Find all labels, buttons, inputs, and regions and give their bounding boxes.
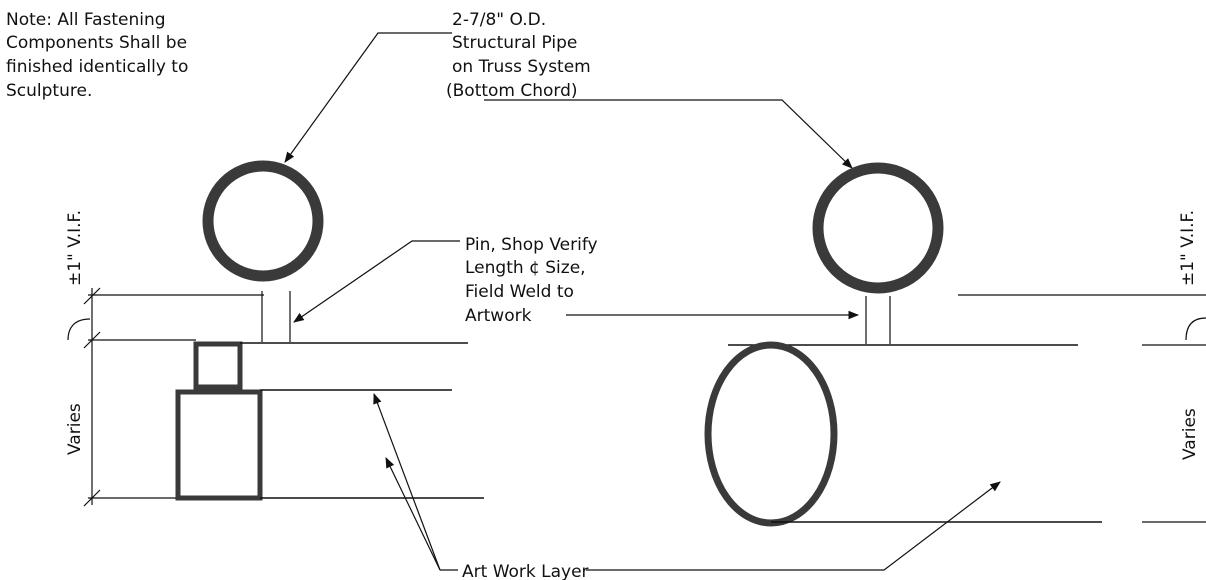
artwork-leader-right	[586, 481, 1001, 571]
pin-leader-left	[293, 240, 460, 323]
large-tube-left	[175, 389, 263, 501]
tolerance-label-right: ±1" V.I.F.	[1178, 210, 1198, 286]
dim-tick-1-left	[83, 287, 101, 305]
artwork-layer-label: Art Work Layer	[462, 562, 589, 580]
pipe-label-line-1: 2-7/8" O.D.	[452, 10, 546, 30]
dim-tick-2-left	[83, 331, 101, 349]
note-line-3: finished identically to	[6, 57, 188, 77]
left-detail: ±1" V.I.F. Varies	[65, 160, 484, 507]
pin-label-line-2: Length ¢ Size,	[465, 258, 586, 278]
note-line-4: Sculpture.	[6, 81, 92, 101]
varies-label-left: Varies	[65, 403, 85, 455]
pin-label-line-3: Field Weld to	[465, 282, 574, 302]
dim-tick-3-left	[83, 489, 101, 507]
tolerance-label-left: ±1" V.I.F.	[65, 210, 85, 286]
artwork-layer-callout: Art Work Layer	[373, 392, 1001, 580]
pipe-callout: 2-7/8" O.D. Structural Pipe on Truss Sys…	[284, 10, 853, 169]
pipe-label-line-2: Structural Pipe	[452, 33, 577, 53]
pipe-label-line-3: on Truss System	[452, 57, 591, 77]
varies-label-right: Varies	[1180, 408, 1200, 460]
note-line-2: Components Shall be	[6, 33, 187, 53]
pin-callout: Pin, Shop Verify Length ¢ Size, Field We…	[293, 235, 860, 326]
right-detail: ±1" V.I.F. Varies	[704, 162, 1206, 527]
oval-tube-right	[704, 341, 838, 527]
general-note: Note: All Fastening Components Shall be …	[6, 10, 188, 101]
pipe-leader-right	[484, 99, 853, 169]
pipe-leader-left	[284, 32, 452, 163]
tolerance-leader-right	[1185, 317, 1206, 341]
pin-label-line-1: Pin, Shop Verify	[465, 235, 598, 255]
structural-pipe-left	[202, 160, 324, 282]
artwork-leader-1	[373, 392, 441, 571]
pipe-label-line-4: (Bottom Chord)	[446, 81, 578, 101]
small-tube-left	[193, 341, 243, 390]
note-line-1: Note: All Fastening	[6, 10, 166, 30]
structural-pipe-right	[812, 162, 944, 294]
artwork-leader-2	[385, 457, 441, 571]
tolerance-leader-left	[67, 318, 91, 341]
pin-label-line-4: Artwork	[465, 306, 532, 326]
